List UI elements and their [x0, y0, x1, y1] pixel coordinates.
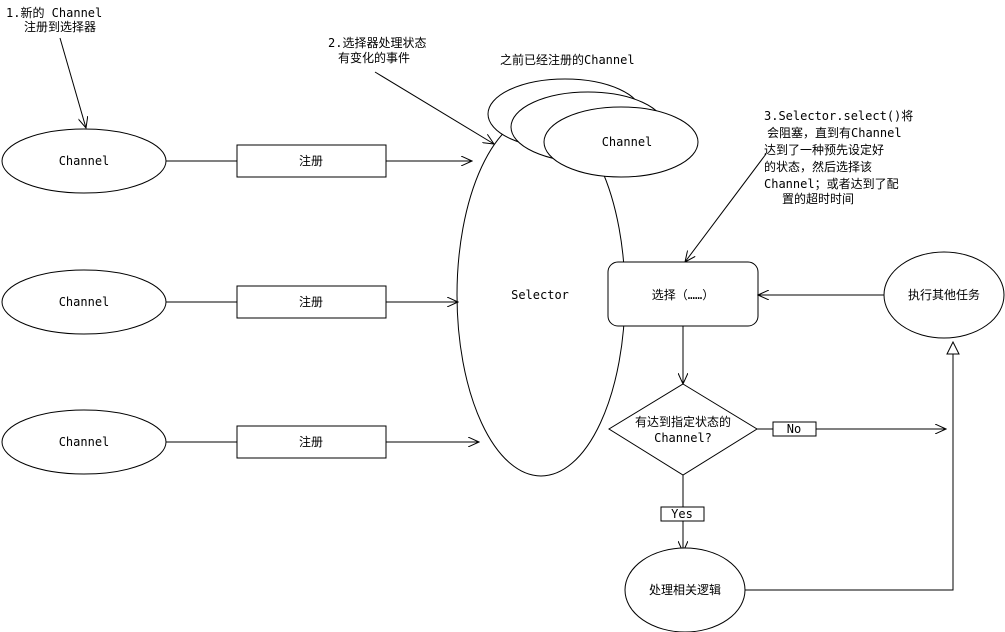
channel-row-2: Channel 注册 [1, 269, 458, 335]
register-box [236, 425, 387, 459]
yes-label-box [660, 506, 705, 522]
register-label: 注册 [299, 294, 323, 309]
annotation-step3-line1: 3.Selector.select()将 [764, 109, 913, 123]
return-to-other-tasks-arrow [745, 342, 953, 591]
register-box [236, 144, 387, 178]
channel-row-1: Channel 注册 [1, 128, 472, 194]
no-label: No [787, 422, 801, 436]
annotation-step3: 3.Selector.select()将 会阻塞，直到有Channel 达到了一… [764, 109, 913, 206]
handle-logic-label: 处理相关逻辑 [649, 583, 721, 597]
annotation-step2-line2: 有变化的事件 [338, 50, 410, 65]
annotation-step2: 2.选择器处理状态 有变化的事件 [328, 36, 426, 65]
channel-row-3: Channel 注册 [1, 409, 479, 475]
decision-label-line2: Channel? [654, 431, 712, 445]
register-label: 注册 [299, 153, 323, 168]
decision-label-line1: 有达到指定状态的 [635, 414, 731, 429]
no-label-box [772, 421, 817, 437]
annotation-step3-line2: 会阻塞，直到有Channel [767, 125, 902, 140]
channel-label: Channel [59, 295, 110, 309]
channel-label: Channel [59, 435, 110, 449]
annotation-step2-arrow [374, 71, 494, 144]
select-box-label: 选择（……） [652, 288, 714, 302]
stacked-channel-front [543, 106, 699, 178]
annotation-step1: 1.新的 Channel 注册到选择器 [6, 5, 102, 34]
annotation-registered-channels: 之前已经注册的Channel [500, 52, 635, 67]
register-label: 注册 [299, 434, 323, 449]
annotation-step3-line6: 置的超时时间 [782, 191, 854, 206]
yes-label: Yes [671, 507, 693, 521]
annotation-step1-arrow [59, 37, 86, 128]
annotation-step3-arrow [685, 153, 767, 262]
annotation-step1-line2: 注册到选择器 [24, 19, 96, 34]
annotation-step1-line1: 1.新的 Channel [6, 5, 102, 20]
other-tasks-label: 执行其他任务 [908, 287, 980, 302]
decision-diamond [608, 383, 758, 476]
registered-channel-stack: Channel [487, 78, 699, 178]
annotation-step2-line1: 2.选择器处理状态 [328, 36, 426, 50]
annotation-step3-line4: 的状态，然后选择该 [764, 159, 872, 174]
annotation-step3-line5: Channel；或者达到了配 [764, 177, 899, 191]
stacked-channel-label: Channel [602, 135, 653, 149]
channel-label: Channel [59, 154, 110, 168]
selector-label: Selector [511, 288, 569, 302]
annotation-step3-line3: 达到了一种预先设定好 [764, 142, 884, 157]
